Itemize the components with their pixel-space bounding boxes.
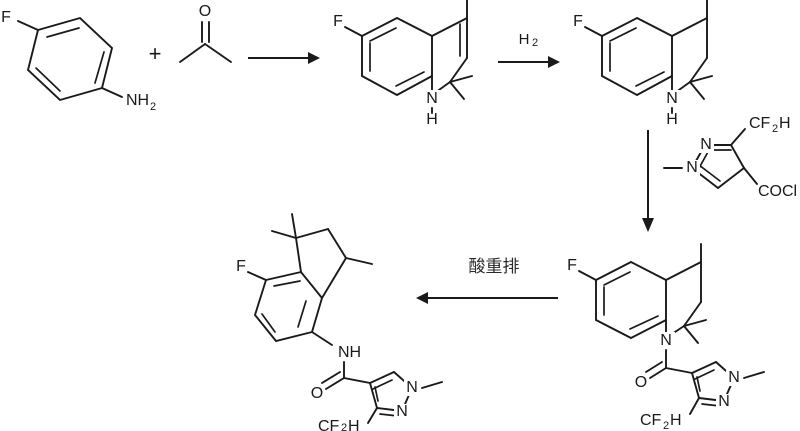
atom-label-nitrogen-thq: N — [666, 90, 678, 107]
atom-label-n1-pyrazole-reagent: N — [686, 159, 698, 176]
atom-label-nh-hydrogen-thq: H — [666, 111, 678, 128]
structure-acylated-tetrahydroquinoline: F N O — [567, 243, 765, 431]
atom-label-cf2h-acylated-subscript: 2 — [663, 420, 669, 431]
atom-label-cf2h-reagent-subscript: 2 — [772, 123, 778, 135]
atom-label-cf2h-reagent-tail: H — [779, 115, 791, 132]
atom-label-fluorine-indane: F — [236, 258, 246, 275]
structure-dihydroquinoline: F N N H — [333, 0, 473, 128]
atom-label-amine: NH — [126, 92, 149, 109]
atom-label-amine-subscript: 2 — [150, 101, 156, 113]
atom-label-cf2h-product-tail: H — [348, 418, 360, 431]
atom-label-cf2h-product-subscript: 2 — [341, 422, 347, 431]
arrow-rearrangement: 酸重排 — [416, 257, 558, 304]
atom-label-amide-nh: NH — [338, 344, 361, 361]
atom-label-oxygen: O — [199, 3, 211, 20]
structure-acetone: O — [179, 3, 232, 63]
atom-label-n2-pyrazole-reagent: N — [700, 136, 712, 153]
atom-label-acid-chloride: COCl — [758, 183, 797, 200]
atom-label-cf2h-reagent: CF — [749, 115, 771, 132]
atom-label-oxygen-acylated: O — [635, 374, 647, 391]
atom-label-nitrogen-dhq: N — [426, 90, 438, 107]
arrow-acylation — [642, 130, 654, 232]
atom-label-oxygen-indane-amide: O — [311, 385, 323, 402]
structure-tetrahydroquinoline: F N H — [573, 0, 713, 128]
atom-label-fluorine-acylated: F — [567, 257, 577, 274]
atom-label-cf2h-acylated: CF — [640, 412, 662, 429]
structure-indane-carboxamide: F NH O — [236, 213, 443, 431]
atom-label-fluorine: F — [1, 9, 11, 26]
arrow-condensation — [248, 52, 320, 64]
atom-label-cf2h-acylated-tail: H — [670, 412, 682, 429]
atom-label-cf2h-product: CF — [318, 418, 340, 431]
atom-label-nitrogen-acylated: N — [660, 332, 672, 349]
atom-label-n2-pyrazole-product: N — [396, 403, 408, 420]
atom-label-n1-pyrazole-product: N — [406, 379, 418, 396]
plus-sign: + — [149, 41, 162, 66]
atom-label-fluorine-tetrahydroquinoline: F — [573, 13, 583, 30]
atom-label-fluorine-dihydroquinoline: F — [333, 13, 343, 30]
arrow-hydrogenation: H 2 — [498, 31, 560, 68]
label-hydrogen-gas: H — [519, 31, 530, 48]
label-hydrogen-gas-subscript: 2 — [532, 37, 538, 49]
structure-fluoroaniline: F NH 2 — [1, 9, 156, 113]
atom-label-n2-pyrazole-acylated: N — [718, 393, 730, 410]
label-acid-rearrangement: 酸重排 — [469, 257, 520, 277]
structure-pyrazole-acid-chloride: N N CF 2 H COCl — [663, 115, 797, 200]
atom-label-nh-hydrogen-dhq: H — [426, 111, 438, 128]
atom-label-n1-pyrazole-acylated: N — [728, 369, 740, 386]
